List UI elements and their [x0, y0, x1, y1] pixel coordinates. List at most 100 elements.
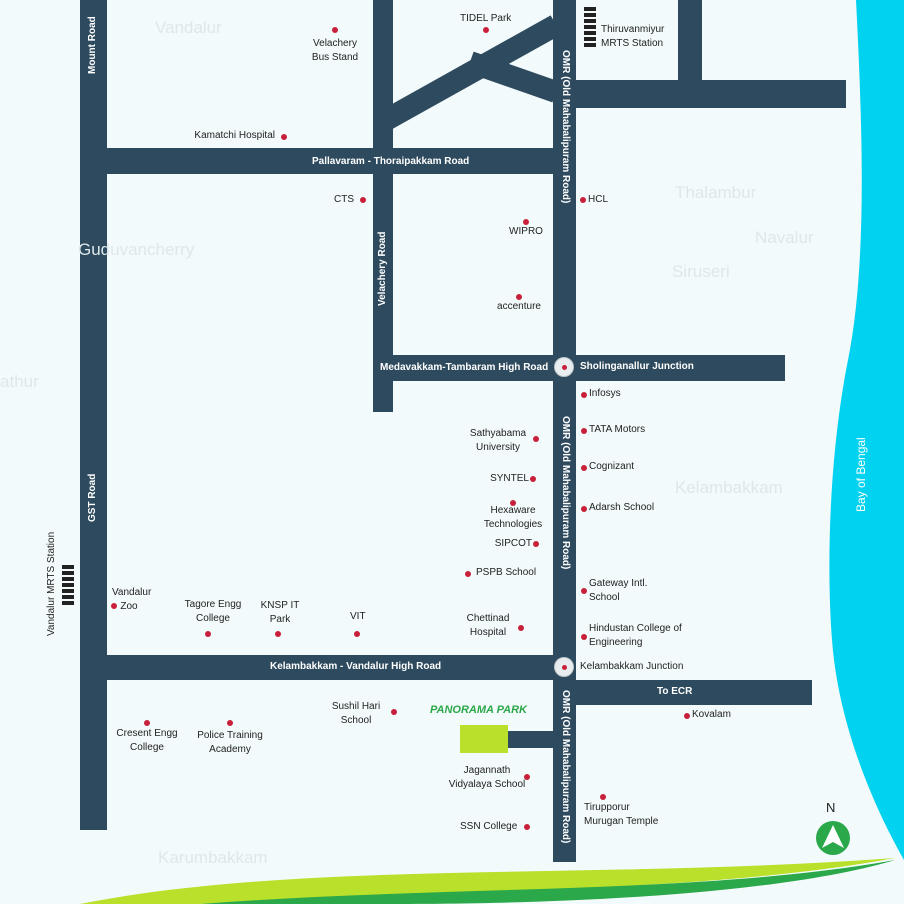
poi-kamatchi-hospital: Kamatchi Hospital	[194, 130, 275, 141]
poi-marker[interactable]	[354, 631, 360, 637]
station-vandalur[interactable]: Vandalur MRTS Station	[46, 531, 57, 636]
poi-ssn-college: SSN College	[460, 821, 518, 832]
junction-sholinganallur-label: Sholinganallur Junction	[580, 361, 694, 372]
poi-marker[interactable]	[523, 219, 529, 225]
poi-cognizant: Cognizant	[589, 461, 635, 472]
train-station-icon	[62, 565, 74, 607]
poi-marker[interactable]	[684, 713, 690, 719]
poi-marker[interactable]	[205, 631, 211, 637]
station-name: Thiruvanmiyur	[601, 24, 665, 35]
poi-marker[interactable]	[581, 392, 587, 398]
junction-kelambakkam-marker[interactable]	[554, 657, 574, 677]
poi-marker[interactable]	[516, 294, 522, 300]
junction-kelambakkam-label: Kelambakkam Junction	[580, 661, 684, 672]
place-guduvancherry: Guduvancherry	[78, 240, 195, 259]
junction-sholinganallur-marker[interactable]	[554, 357, 574, 377]
road-diagonals	[380, 15, 562, 130]
road-label-mount: Mount Road	[87, 16, 98, 74]
poi-tidel-park: TIDEL Park	[460, 13, 512, 24]
place-karumbakkam: Karumbakkam	[158, 848, 268, 867]
compass-label: N	[826, 800, 836, 815]
road-label-omr-3: OMR (Old Mahabalipuram Road)	[560, 690, 571, 844]
poi-marker[interactable]	[465, 571, 471, 577]
road-medavakkam	[373, 355, 785, 381]
poi-marker[interactable]	[227, 720, 233, 726]
poi-marker[interactable]	[530, 476, 536, 482]
poi-marker[interactable]	[360, 197, 366, 203]
bottom-swoosh	[80, 858, 895, 904]
road-top-right	[678, 0, 702, 82]
poi-marker[interactable]	[281, 134, 287, 140]
place-athur: athur	[0, 372, 39, 391]
poi-marker[interactable]	[581, 428, 587, 434]
sea	[829, 0, 904, 860]
poi-accenture: accenture	[497, 301, 541, 312]
road-label-medavakkam: Medavakkam-Tambaram High Road	[380, 362, 549, 373]
poi-marker[interactable]	[524, 774, 530, 780]
road-label-velachery: Velachery Road	[377, 231, 388, 306]
road-network	[80, 0, 846, 862]
poi-marker[interactable]	[533, 541, 539, 547]
poi-marker[interactable]	[581, 588, 587, 594]
poi-marker[interactable]	[275, 631, 281, 637]
poi-cts: CTS	[334, 194, 354, 205]
poi-marker[interactable]	[332, 27, 338, 33]
poi-adarsh-school: Adarsh School	[589, 502, 655, 513]
train-station-icon	[584, 7, 596, 49]
place-siruseri: Siruseri	[672, 262, 730, 281]
project-plot	[460, 725, 508, 753]
road-label-pallavaram: Pallavaram - Thoraipakkam Road	[312, 156, 470, 167]
road-velachery	[373, 0, 393, 412]
poi-vit: VIT	[350, 611, 366, 622]
poi-wipro: WIPRO	[509, 226, 543, 237]
poi-marker[interactable]	[581, 506, 587, 512]
poi-kovalam: Kovalam	[692, 709, 731, 720]
poi-marker[interactable]	[581, 465, 587, 471]
place-vandalur: Vandalur	[155, 18, 222, 37]
poi-marker[interactable]	[580, 197, 586, 203]
poi-marker[interactable]	[391, 709, 397, 715]
road-panorama-link	[508, 731, 553, 748]
poi-marker[interactable]	[524, 824, 530, 830]
road-label-omr-2: OMR (Old Mahabalipuram Road)	[560, 416, 571, 570]
place-kelambakkam: Kelambakkam	[675, 478, 783, 497]
north-arrow-icon	[816, 821, 850, 855]
project-name-label[interactable]: PANORAMA PARK	[430, 704, 527, 716]
place-navalur: Navalur	[755, 228, 814, 247]
road-top-horizontal	[553, 80, 846, 108]
poi-tata-motors: TATA Motors	[589, 424, 646, 435]
road-label-omr-1: OMR (Old Mahabalipuram Road)	[560, 50, 571, 204]
poi-marker[interactable]	[518, 625, 524, 631]
poi-marker[interactable]	[111, 603, 117, 609]
road-label-gst: GST Road	[87, 473, 98, 522]
station-type: MRTS Station	[601, 38, 664, 49]
poi-sipcot: SIPCOT	[494, 538, 532, 549]
road-label-kelambakkam: Kelambakkam - Vandalur High Road	[270, 661, 442, 672]
road-label-ecr: To ECR	[657, 686, 693, 697]
place-thalambur: Thalambur	[675, 183, 757, 202]
poi-marker[interactable]	[533, 436, 539, 442]
poi-marker[interactable]	[510, 500, 516, 506]
poi-marker[interactable]	[600, 794, 606, 800]
road-ecr	[576, 680, 812, 705]
poi-gateway-school: Gateway Intl.School	[589, 578, 648, 603]
sea-label: Bay of Bengal	[854, 437, 868, 512]
road-pallavaram	[80, 148, 576, 174]
poi-marker[interactable]	[144, 720, 150, 726]
poi-marker[interactable]	[581, 634, 587, 640]
poi-hcl: HCL	[588, 194, 609, 205]
poi-marker[interactable]	[483, 27, 489, 33]
